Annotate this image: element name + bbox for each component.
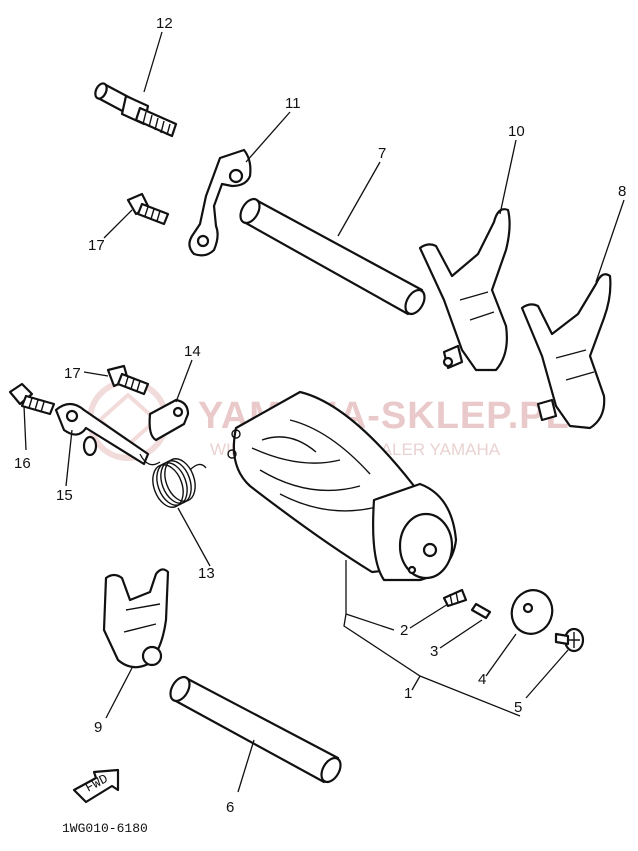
part-4-washer bbox=[510, 589, 554, 635]
callout-1: 1 bbox=[404, 685, 412, 702]
part-2-pin bbox=[442, 588, 468, 608]
part-9-shift-fork bbox=[102, 568, 170, 669]
part-11-stopper-plate bbox=[188, 148, 252, 257]
callout-2: 2 bbox=[400, 622, 408, 639]
callout-13: 13 bbox=[198, 565, 215, 582]
part-14-plate bbox=[148, 398, 190, 442]
part-6-shaft bbox=[169, 675, 342, 784]
callout-10: 10 bbox=[508, 123, 525, 140]
part-17-bolt-upper bbox=[126, 192, 170, 226]
leader-lines bbox=[23, 31, 625, 793]
callout-9: 9 bbox=[94, 719, 102, 736]
callout-4: 4 bbox=[478, 671, 486, 688]
part-5-screw bbox=[554, 627, 585, 653]
callout-12: 12 bbox=[156, 15, 173, 32]
part-1-shift-drum bbox=[227, 390, 458, 582]
callout-8: 8 bbox=[618, 183, 626, 200]
callout-14: 14 bbox=[184, 343, 201, 360]
callout-labels: 12 11 7 10 8 17 17 14 16 15 13 2 3 4 1 5… bbox=[14, 15, 626, 816]
part-10-shift-fork bbox=[418, 208, 511, 372]
part-13-spring bbox=[139, 453, 207, 508]
part-16-bolt bbox=[8, 382, 56, 416]
callout-16: 16 bbox=[14, 455, 31, 472]
callout-11: 11 bbox=[285, 95, 301, 112]
part-8-shift-fork bbox=[520, 273, 612, 430]
callout-5: 5 bbox=[514, 699, 522, 716]
callout-6: 6 bbox=[226, 799, 234, 816]
callout-3: 3 bbox=[430, 643, 438, 660]
front-arrow-icon: FWD bbox=[72, 768, 120, 804]
callout-17-upper: 17 bbox=[88, 237, 105, 254]
callout-15: 15 bbox=[56, 487, 73, 504]
callout-7: 7 bbox=[378, 145, 386, 162]
part-17-bolt-lower bbox=[106, 364, 150, 396]
part-12-bolt bbox=[94, 82, 178, 138]
callout-17-lower: 17 bbox=[64, 365, 81, 382]
part-15-lever bbox=[54, 402, 150, 466]
catalog-code: 1WG010-6180 bbox=[62, 821, 148, 836]
part-3-pin bbox=[470, 602, 492, 620]
part-7-shaft bbox=[239, 197, 426, 316]
